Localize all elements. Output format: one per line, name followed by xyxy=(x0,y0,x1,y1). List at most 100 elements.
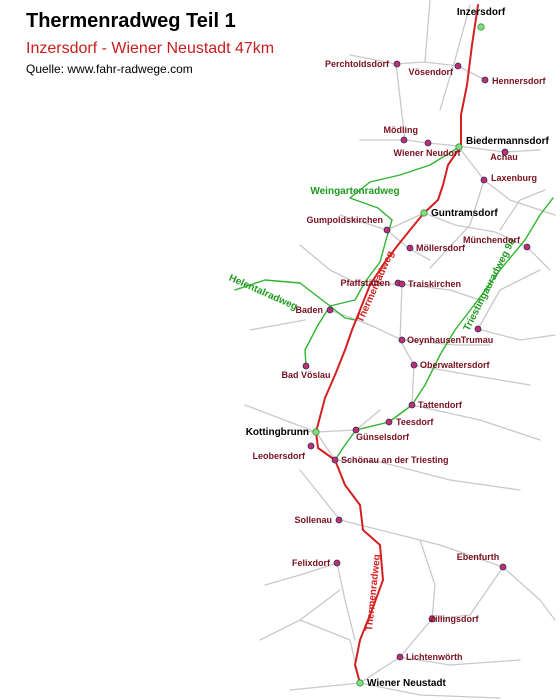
place-marker xyxy=(393,60,401,68)
place-label: Traiskirchen xyxy=(408,279,461,289)
road xyxy=(349,54,397,65)
place-marker xyxy=(331,456,339,464)
place-marker xyxy=(333,559,341,567)
place-label: Inzersdorf xyxy=(457,7,506,18)
place-label: Felixdorf xyxy=(292,558,331,568)
place: Wiener Neustadt xyxy=(356,678,446,689)
road xyxy=(502,566,556,621)
place: Möllersdorf xyxy=(406,243,466,253)
place-label: Möllersdorf xyxy=(416,243,466,253)
place: Trumau xyxy=(461,325,494,345)
road xyxy=(424,0,431,63)
road xyxy=(395,63,406,141)
place: Biedermannsdorf xyxy=(455,136,549,151)
road xyxy=(299,244,361,286)
place-label: Pfaffstätten xyxy=(340,278,390,288)
place: Laxenburg xyxy=(480,173,537,184)
road xyxy=(423,212,528,248)
route-weingartenradweg xyxy=(329,145,462,307)
place: Ebenfurth xyxy=(457,552,507,571)
route-label: Helentalradweg xyxy=(227,273,299,313)
map-subtitle: Inzersdorf - Wiener Neustadt 47km xyxy=(26,40,275,57)
place-marker xyxy=(400,136,408,144)
road xyxy=(334,459,521,491)
place-label: Zillingsdorf xyxy=(430,614,480,624)
place-marker xyxy=(501,148,509,156)
road xyxy=(439,4,471,111)
place: Münchendorf xyxy=(463,235,531,251)
place-marker xyxy=(424,139,432,147)
road xyxy=(359,283,481,301)
place-label: Biedermannsdorf xyxy=(466,136,549,147)
place: Zillingsdorf xyxy=(428,614,480,624)
place-label: Gumpoldskirchen xyxy=(306,215,383,225)
major-town-marker xyxy=(455,143,463,151)
road xyxy=(249,319,306,331)
road xyxy=(431,566,504,620)
place: Hennersdorf xyxy=(481,76,547,86)
road xyxy=(429,179,485,269)
place-label: Baden xyxy=(295,305,323,315)
road xyxy=(339,214,388,231)
place: Oberwaltersdorf xyxy=(410,360,491,370)
place: Oeynhausen xyxy=(398,335,461,345)
place: Bad Vöslau xyxy=(281,362,331,380)
place-marker xyxy=(396,653,404,661)
place: Gumpoldskirchen xyxy=(306,215,391,234)
place: Kottingbrunn xyxy=(246,427,320,438)
route-label: Weingartenradweg xyxy=(310,186,399,197)
place: Leobersdorf xyxy=(252,442,315,461)
place-marker xyxy=(352,426,360,434)
place: Achau xyxy=(490,148,518,162)
major-town-marker xyxy=(312,428,320,436)
road xyxy=(399,656,521,666)
road xyxy=(264,562,338,586)
major-town-marker xyxy=(477,23,485,31)
route-helentalradweg xyxy=(234,279,356,321)
place: Schönau an der Triesting xyxy=(331,455,449,465)
place-label: Vösendorf xyxy=(408,67,454,77)
place-label: Wiener Neudorf xyxy=(394,148,462,158)
place-marker xyxy=(406,244,414,252)
place-marker xyxy=(428,615,436,623)
place-marker xyxy=(398,336,406,344)
place-marker xyxy=(474,325,482,333)
major-town-marker xyxy=(420,209,428,217)
place-marker xyxy=(410,361,418,369)
road xyxy=(411,404,541,441)
road-network xyxy=(244,0,556,699)
place: Baden xyxy=(295,305,334,315)
place-label: Trumau xyxy=(461,335,494,345)
place-marker xyxy=(383,226,391,234)
route-label: Thermenradweg xyxy=(364,554,383,632)
place-label: Leobersdorf xyxy=(252,451,306,461)
road xyxy=(336,562,356,641)
place-marker xyxy=(335,516,343,524)
place-marker xyxy=(408,401,416,409)
place-label: Wiener Neustadt xyxy=(367,678,446,689)
place-label: Oberwaltersdorf xyxy=(420,360,491,370)
place-label: Perchtoldsdorf xyxy=(325,59,390,69)
place-label: Laxenburg xyxy=(491,173,537,183)
place-label: Teesdorf xyxy=(396,417,434,427)
route-baden-voeslau xyxy=(304,305,331,367)
place-label: Bad Vöslau xyxy=(281,370,330,380)
place-marker xyxy=(398,280,406,288)
place-label: Günselsdorf xyxy=(356,432,410,442)
route-thermenradweg xyxy=(315,4,479,684)
place: Vösendorf xyxy=(408,62,462,77)
place: Pfaffstätten xyxy=(340,278,402,288)
place-label: Sollenau xyxy=(294,515,332,525)
place-marker xyxy=(385,418,393,426)
place: Lichtenwörth xyxy=(396,652,463,662)
places: InzersdorfPerchtoldsdorfVösendorfHenners… xyxy=(246,7,550,689)
place: Perchtoldsdorf xyxy=(325,59,401,69)
place-marker xyxy=(499,563,507,571)
road xyxy=(299,619,361,684)
road xyxy=(289,409,381,433)
place: Inzersdorf xyxy=(457,7,506,31)
source-credit: Quelle: www.fahr-radwege.com xyxy=(26,62,193,76)
place-marker xyxy=(523,243,531,251)
road xyxy=(526,246,551,271)
